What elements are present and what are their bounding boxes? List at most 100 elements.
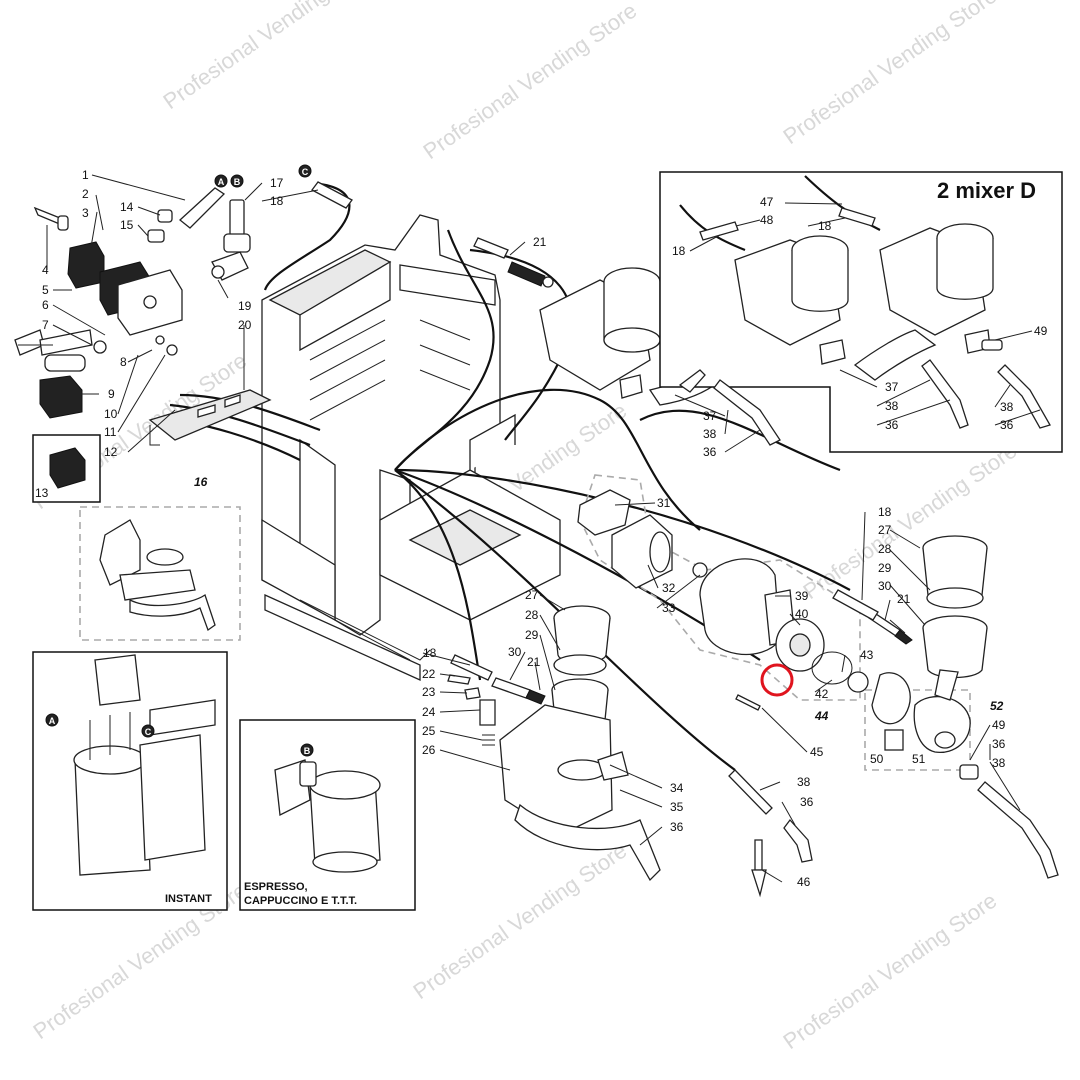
callout-3: 3 xyxy=(82,206,89,220)
group-label-44: 44 xyxy=(814,709,829,723)
callout-5: 5 xyxy=(42,283,49,297)
callout-14: 14 xyxy=(120,200,134,214)
connector-b-label: B xyxy=(234,177,241,187)
callout-49-inset: 49 xyxy=(1034,324,1048,338)
svg-text:Profesional Vending Store: Profesional Vending Store xyxy=(779,888,1002,1054)
inset-2-mixer: 2 mixer D xyxy=(659,171,1063,453)
callout-50: 50 xyxy=(870,752,884,766)
callout-17: 17 xyxy=(270,176,284,190)
svg-text:Profesional Vending Store: Profesional Vending Store xyxy=(159,0,382,114)
callout-27-right: 27 xyxy=(878,523,892,537)
right-mixing-bowl xyxy=(832,535,1059,879)
callout-37-inset: 37 xyxy=(885,380,899,394)
callout-36-bottom: 36 xyxy=(800,795,814,809)
callout-13: 13 xyxy=(35,486,49,500)
callout-21-right: 21 xyxy=(897,592,911,606)
svg-text:Profesional Vending Store: Profesional Vending Store xyxy=(799,438,1022,604)
callout-18-center: 18 xyxy=(423,646,437,660)
center-mixing-bowl xyxy=(447,605,813,898)
callout-39: 39 xyxy=(795,589,809,603)
svg-text:Profesional Vending Store: Profesional Vending Store xyxy=(419,0,642,164)
callout-29-right: 29 xyxy=(878,561,892,575)
leader-lines xyxy=(18,174,1041,883)
callout-46: 46 xyxy=(797,875,811,889)
callout-26: 26 xyxy=(422,743,436,757)
callout-36-right: 36 xyxy=(992,737,1006,751)
caption-espresso-line1: ESPRESSO, xyxy=(244,881,308,893)
callout-18-inset-b: 18 xyxy=(818,219,832,233)
callout-4: 4 xyxy=(42,263,49,277)
inset-title: 2 mixer D xyxy=(937,178,1036,203)
callout-42: 42 xyxy=(815,687,829,701)
callout-15: 15 xyxy=(120,218,134,232)
callout-43: 43 xyxy=(860,648,874,662)
mixer-unit-main xyxy=(539,267,732,406)
whipper-motor-group xyxy=(577,474,971,771)
callout-37-main: 37 xyxy=(703,409,717,423)
group-label-16: 16 xyxy=(194,475,208,489)
callout-48: 48 xyxy=(760,213,774,227)
callout-18-top: 18 xyxy=(270,194,284,208)
callout-8: 8 xyxy=(120,355,127,369)
callout-45: 45 xyxy=(810,745,824,759)
callout-38-main: 38 xyxy=(703,427,717,441)
svg-text:Profesional Vending Store: Profesional Vending Store xyxy=(409,838,632,1004)
group-16-box xyxy=(79,506,241,641)
instant-variant-box: INSTANT xyxy=(32,651,228,911)
callout-11: 11 xyxy=(104,425,117,439)
callout-32: 32 xyxy=(662,581,676,595)
callout-19: 19 xyxy=(238,299,252,313)
callout-31: 31 xyxy=(657,496,671,510)
callout-18-inset-a: 18 xyxy=(672,244,686,258)
part-45-screw xyxy=(735,694,761,711)
connector-b-label-espresso: B xyxy=(304,746,311,756)
callout-25: 25 xyxy=(422,724,436,738)
part-21-fitting xyxy=(473,237,554,288)
callout-1: 1 xyxy=(82,168,89,182)
callout-35: 35 xyxy=(670,800,684,814)
callout-10: 10 xyxy=(104,407,118,421)
callout-38-bottom: 38 xyxy=(797,775,811,789)
callout-18-right: 18 xyxy=(878,505,892,519)
callout-30-center: 30 xyxy=(508,645,522,659)
callout-27-center: 27 xyxy=(525,588,539,602)
connector-markers: A B C A C B xyxy=(45,164,314,757)
machine-chassis xyxy=(261,214,561,682)
callout-51: 51 xyxy=(912,752,926,766)
callout-49-right: 49 xyxy=(992,718,1006,732)
callout-36-main: 36 xyxy=(703,445,717,459)
callout-28-center: 28 xyxy=(525,608,539,622)
callout-23: 23 xyxy=(422,685,436,699)
callout-30-right: 30 xyxy=(878,579,892,593)
connector-c-label: C xyxy=(302,167,309,177)
callout-21-top: 21 xyxy=(533,235,547,249)
caption-espresso-line2: CAPPUCCINO E T.T.T. xyxy=(244,895,357,907)
callout-38-right: 38 xyxy=(992,756,1006,770)
callout-33: 33 xyxy=(662,601,676,615)
callout-6: 6 xyxy=(42,298,49,312)
espresso-variant-box: ESPRESSO, CAPPUCCINO E T.T.T. xyxy=(239,719,416,911)
connector-a-label-instant: A xyxy=(49,716,56,726)
callout-28-right: 28 xyxy=(878,542,892,556)
callout-29-center: 29 xyxy=(525,628,539,642)
connector-c-label-instant: C xyxy=(145,727,152,737)
solenoid-valve-cluster xyxy=(14,181,353,503)
callout-38-inset-a: 38 xyxy=(885,399,899,413)
callout-38-inset-b: 38 xyxy=(1000,400,1014,414)
callout-34: 34 xyxy=(670,781,684,795)
callout-36-inset-a: 36 xyxy=(885,418,899,432)
callout-36-center: 36 xyxy=(670,820,684,834)
callout-12: 12 xyxy=(104,445,118,459)
callout-36-inset-b: 36 xyxy=(1000,418,1014,432)
callout-21-center: 21 xyxy=(527,655,541,669)
callout-24: 24 xyxy=(422,705,436,719)
connector-a-label: A xyxy=(218,177,225,187)
callout-20: 20 xyxy=(238,318,252,332)
callout-47: 47 xyxy=(760,195,774,209)
callout-9: 9 xyxy=(108,387,115,401)
callout-labels: 1 2 3 4 5 6 7 8 9 10 11 12 13 14 15 17 1… xyxy=(35,168,1048,889)
svg-text:Profesional Vending Store: Profesional Vending Store xyxy=(779,0,1002,149)
callout-7: 7 xyxy=(42,318,49,332)
callout-2: 2 xyxy=(82,187,89,201)
